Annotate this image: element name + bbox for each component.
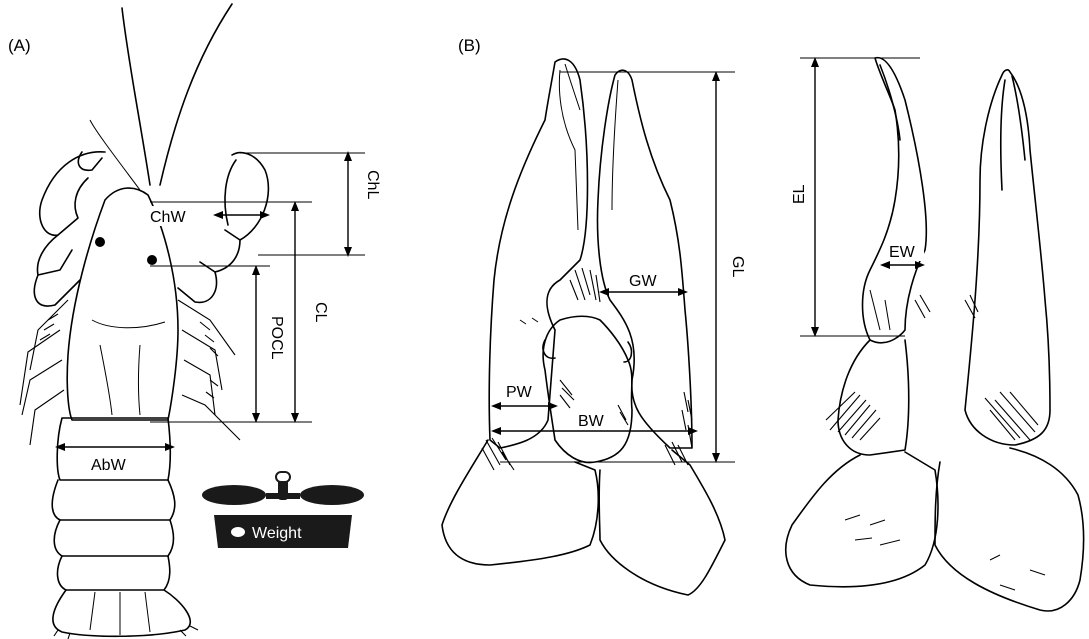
label-cl: CL: [312, 302, 329, 323]
label-chw: ChW: [150, 209, 186, 226]
label-pocl: POCL: [268, 316, 285, 360]
gonopod-pair-left: [442, 59, 725, 595]
label-gl: GL: [729, 256, 746, 277]
label-abw: AbW: [91, 457, 127, 474]
label-bw: BW: [578, 413, 605, 430]
gonopod-pair-right: [786, 58, 1084, 611]
crayfish-measurements: [60, 153, 365, 447]
gonopod-left-measurements: [496, 72, 735, 462]
label-gw: GW: [629, 273, 657, 290]
label-ew: EW: [889, 244, 916, 261]
label-weight: Weight: [252, 525, 302, 542]
panel-a-label: (A): [8, 36, 31, 55]
label-el: EL: [791, 184, 808, 204]
panel-b-label: (B): [458, 36, 481, 55]
gonopod-right-measurements: [800, 58, 920, 336]
label-pw: PW: [506, 384, 533, 401]
label-chl: ChL: [364, 170, 381, 199]
